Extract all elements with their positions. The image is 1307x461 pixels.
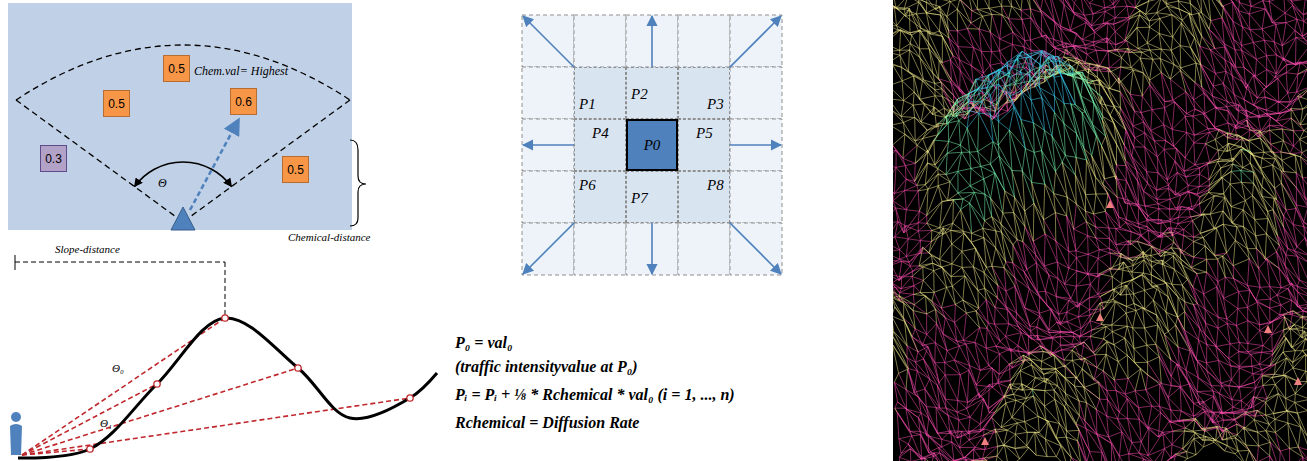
chemical-value-box: 0.5 [282,156,309,183]
illustration-part [407,395,413,401]
cell-label: P3 [707,95,724,113]
cell-label: P6 [579,176,596,194]
illustration-part [574,15,626,67]
cell-label: P7 [631,189,648,207]
illustration-part [222,315,228,321]
dimension-label: Slope-distance [55,243,120,255]
cell-label: P1 [579,95,596,113]
chemical-value: 0.6 [235,95,252,109]
illustration-part [678,223,730,275]
chemical-value-box: 0.3 [40,145,67,172]
illustration-part [893,0,1307,461]
illustration-part [15,262,225,263]
illustration-part [1096,313,1104,321]
cell-label: P2 [631,85,648,103]
grid-cell: P4 [574,119,626,171]
illustration-part [730,171,782,223]
illustration-part [87,446,93,452]
illustration-part [18,318,437,458]
illustration-part [1106,200,1114,208]
illustration-part [10,424,22,455]
chemical-value: 0.5 [168,62,185,76]
illustration-part [967,51,1075,149]
illustration-part [522,67,574,119]
illustration-part [295,365,301,371]
chemical-value: 0.5 [108,97,125,111]
illustration-part [1294,377,1302,385]
illustration-part [934,56,1254,396]
illustration-part [522,15,782,275]
grid-cell: P1 [574,67,626,119]
cell-label: P0 [644,136,661,154]
cell-label: P4 [592,124,609,142]
angle-symbol: Θ [158,176,167,191]
illustration-part [16,45,350,100]
annotation: Chem.val= Highest [194,64,288,79]
illustration-part [678,171,781,274]
illustration-part [574,223,626,275]
grid-cell: P3 [678,67,730,119]
grid-cell: P2 [626,67,678,119]
angle-symbol: Θ₀ [112,362,124,374]
illustration-part [523,16,781,274]
illustration-part [568,61,736,229]
illustration-part [190,119,239,210]
illustration-part [522,171,574,223]
illustration-part [22,398,410,455]
cell-label: P5 [696,124,713,142]
chemical-value-box: 0.6 [230,88,257,115]
illustration-part [678,15,730,67]
cell-label: P8 [707,176,724,194]
illustration-part [730,67,782,119]
illustration-part [523,16,626,119]
illustration-part [18,315,437,458]
formula-line: P₀ = val₀ [455,334,513,352]
angle-symbol: Θ₁ [100,417,112,429]
illustration-part [154,381,160,387]
grid-cell: P5 [678,119,730,171]
illustration-part [183,100,350,222]
center-cell: P0 [626,119,678,171]
illustration-part [350,140,366,226]
chemical-value-box: 0.5 [103,90,130,117]
illustration-part [8,3,352,230]
grid-cell: P8 [678,171,730,223]
grid-cell: P6 [574,171,626,223]
illustration-part [16,100,183,222]
illustration-part [523,171,626,274]
chemical-value: 0.5 [287,163,304,177]
illustration-part [15,255,16,270]
illustration-part [171,207,195,230]
chemical-value: 0.3 [45,152,62,166]
grid-cell: P7 [626,171,678,223]
illustration-part [135,162,232,187]
dimension-label: Chemical-distance [288,231,370,243]
chemical-value-box: 0.5 [163,55,190,82]
illustration-part [1264,325,1272,333]
formula-line: Pᵢ = Pᵢ + ⅛ * Rchemical * val₀ (i = 1, .… [455,386,735,404]
illustration-part [678,16,781,119]
illustration-part [893,0,1307,461]
formula-line: Rchemical = Diffusion Rate [455,414,639,432]
illustration-part [225,262,226,318]
formula-line: (traffic intensityvalue at P₀) [455,358,638,376]
illustration-part [981,437,989,445]
illustration-part [11,412,21,422]
